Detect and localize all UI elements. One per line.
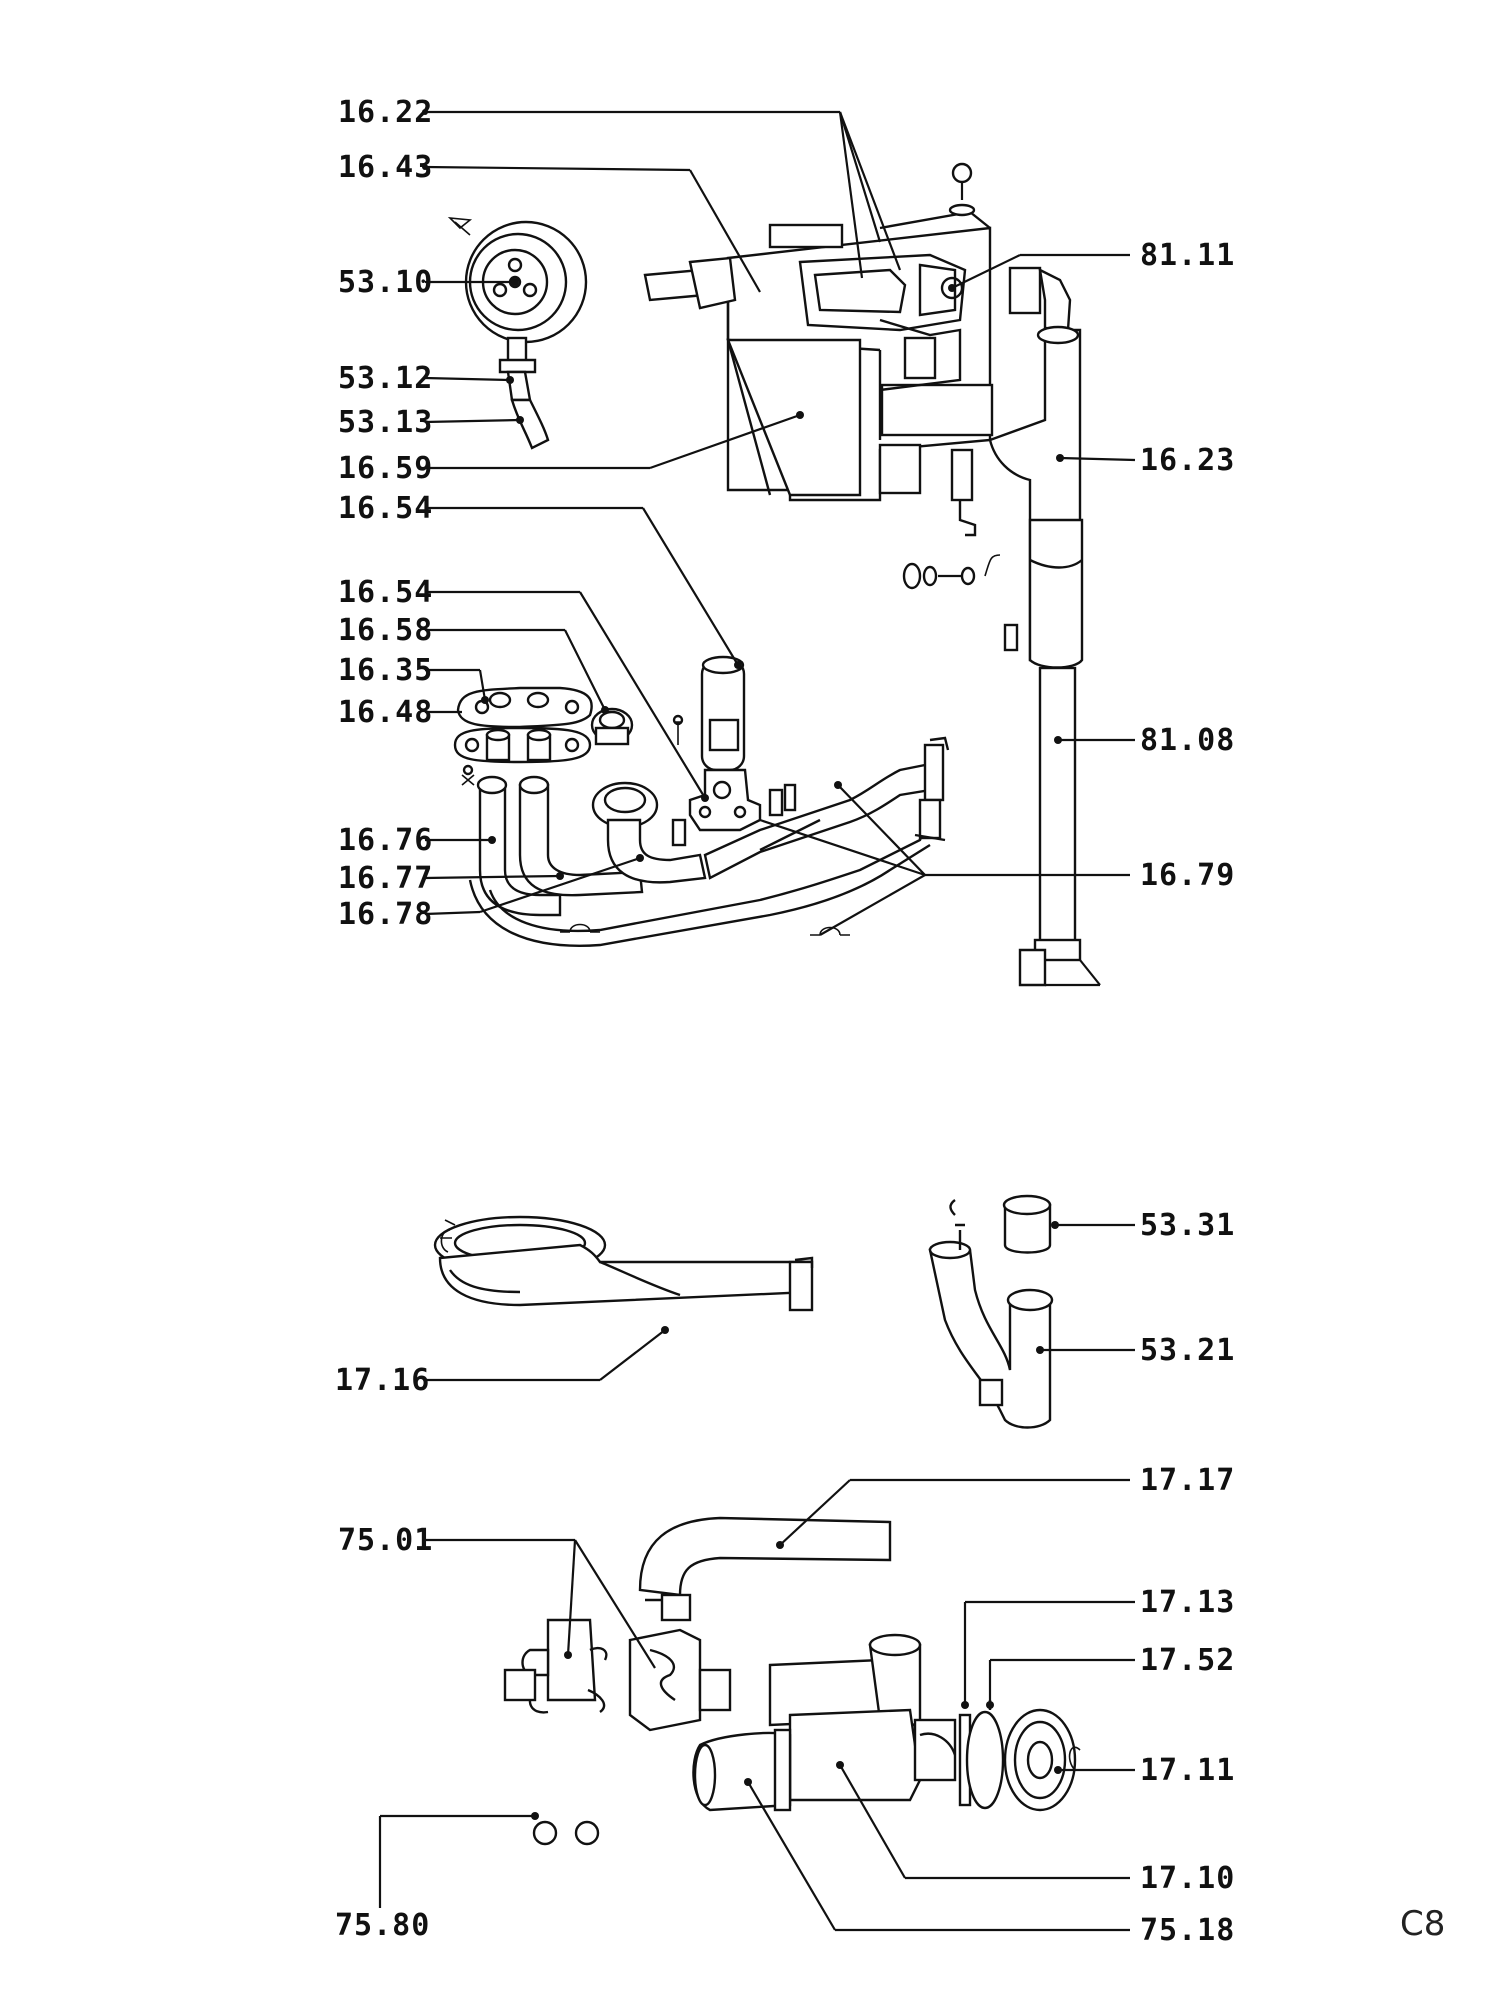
heater-box-assembly [643,162,1072,502]
label-17-10: 17.10 [1140,1861,1235,1896]
label-16-54-b: 16.54 [338,575,433,610]
grommet [590,707,634,746]
hose-icon [591,781,707,884]
label-16-35: 16.35 [338,653,433,688]
pipe-y-fitting [928,1194,1054,1429]
label-17-16: 17.16 [335,1363,430,1398]
label-16-48: 16.48 [338,695,433,730]
label-17-52: 17.52 [1140,1643,1235,1678]
label-16-77: 16.77 [338,861,433,896]
label-17-17: 17.17 [1140,1463,1235,1498]
label-53-31: 53.31 [1140,1208,1235,1243]
label-16-59: 16.59 [338,451,433,486]
label-53-10: 53.10 [338,265,433,300]
blower-assembly [503,1516,1081,1812]
bolt-icon [902,554,1001,590]
label-17-11: 17.11 [1140,1753,1235,1788]
label-16-54-a: 16.54 [338,491,433,526]
leader-lines [378,110,1136,1932]
label-17-13: 17.13 [1140,1585,1235,1620]
washers [532,1820,600,1846]
heat-exchanger-pipe [988,325,1101,987]
fan-shroud-hose [433,1215,814,1312]
heater-valve-assembly [672,655,762,832]
label-53-13: 53.13 [338,405,433,440]
label-16-79: 16.79 [1140,858,1235,893]
hose-icon [468,736,950,947]
page-code: C8 [1400,1904,1445,1944]
leader-dots [422,109,1064,1820]
hose-icon [461,764,644,917]
label-75-01: 75.01 [338,1523,433,1558]
label-75-18: 75.18 [1140,1913,1235,1948]
label-16-43: 16.43 [338,150,433,185]
label-16-22: 16.22 [338,95,433,130]
hose-icon [510,398,550,450]
label-81-11: 81.11 [1140,238,1235,273]
label-75-80: 75.80 [335,1908,430,1943]
pulley-wheel-icon [447,216,588,402]
label-16-58: 16.58 [338,613,433,648]
label-53-12: 53.12 [338,361,433,396]
part-labels: 16.22 16.43 53.10 53.12 53.13 16.59 16.5… [335,95,1445,1948]
flange-plate [453,686,593,764]
label-81-08: 81.08 [1140,723,1235,758]
label-16-76: 16.76 [338,823,433,858]
label-16-78: 16.78 [338,897,433,932]
label-53-21: 53.21 [1140,1333,1235,1368]
bolt-icon [948,162,976,217]
label-16-23: 16.23 [1140,443,1235,478]
